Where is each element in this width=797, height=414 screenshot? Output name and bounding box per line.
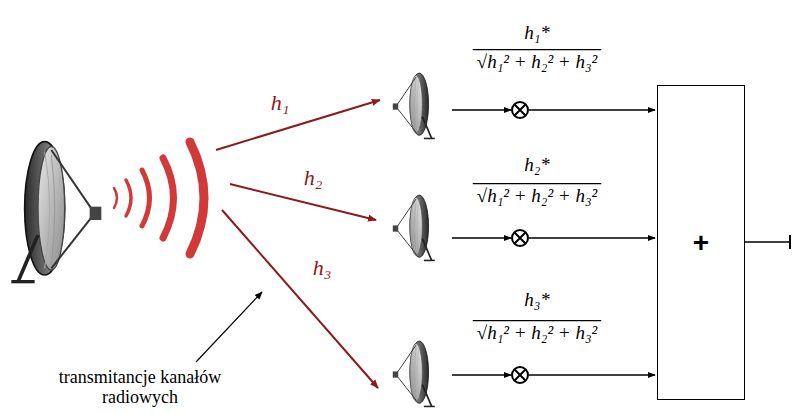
weight-denominator: √h₁² + h₂² + h₃² xyxy=(477,323,597,344)
sum-sign: + xyxy=(693,227,709,259)
output-line xyxy=(745,235,790,249)
weight-numerator: h₃* xyxy=(524,290,550,311)
fraction-bar xyxy=(473,49,601,50)
weight-numerator: h₁* xyxy=(524,23,550,44)
fraction-bar xyxy=(473,183,601,184)
sum-box: + xyxy=(657,85,745,400)
weight-denominator: √h₁² + h₂² + h₃² xyxy=(477,52,597,73)
channel-arrow xyxy=(216,100,380,388)
transmitter-dish xyxy=(11,142,101,282)
signal-line xyxy=(452,110,655,375)
channel-label: h₂ xyxy=(304,166,323,190)
fraction-bar xyxy=(473,320,601,321)
receiver-dish xyxy=(393,73,435,406)
radio-waves xyxy=(114,142,204,254)
channel-label: h₃ xyxy=(313,256,332,280)
channel-label: h₁ xyxy=(271,91,290,115)
pointer-arrow xyxy=(196,292,262,362)
weight-numerator: h₂* xyxy=(524,155,550,176)
annotation: transmitancje kanałów radiowych xyxy=(58,368,223,408)
weight-denominator: √h₁² + h₂² + h₃² xyxy=(477,186,597,207)
